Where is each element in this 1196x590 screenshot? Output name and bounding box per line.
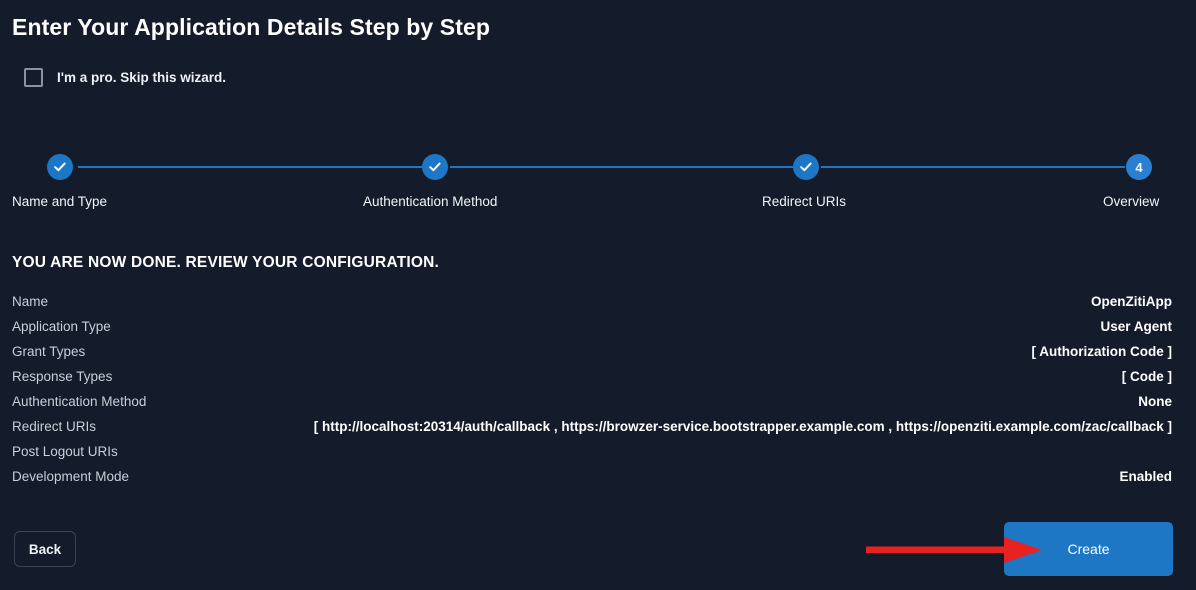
summary-row-name: Name OpenZitiApp xyxy=(12,289,1172,314)
summary-value: [ Code ] xyxy=(1121,369,1172,384)
check-icon xyxy=(54,162,66,172)
skip-wizard-row[interactable]: I'm a pro. Skip this wizard. xyxy=(24,68,226,87)
skip-wizard-label: I'm a pro. Skip this wizard. xyxy=(57,70,226,85)
step-connector-1 xyxy=(78,166,422,168)
stepper-label-overview: Overview xyxy=(1103,194,1160,209)
configuration-summary: Name OpenZitiApp Application Type User A… xyxy=(12,289,1172,489)
stepper-circle-name-and-type[interactable] xyxy=(47,154,73,180)
stepper-circle-redirect-uris[interactable] xyxy=(793,154,819,180)
summary-value: OpenZitiApp xyxy=(1091,294,1172,309)
summary-row-grant-types: Grant Types [ Authorization Code ] xyxy=(12,339,1172,364)
summary-key: Development Mode xyxy=(12,469,130,484)
summary-key: Grant Types xyxy=(12,344,86,359)
summary-value: [ http://localhost:20314/auth/callback ,… xyxy=(313,419,1172,434)
summary-row-application-type: Application Type User Agent xyxy=(12,314,1172,339)
summary-value: Enabled xyxy=(1119,469,1172,484)
stepper-label-name-and-type: Name and Type xyxy=(12,194,108,209)
summary-row-development-mode: Development Mode Enabled xyxy=(12,464,1172,489)
summary-key: Redirect URIs xyxy=(12,419,97,434)
summary-row-authentication-method: Authentication Method None xyxy=(12,389,1172,414)
step-connector-2 xyxy=(450,166,793,168)
stepper-circle-overview[interactable]: 4 xyxy=(1126,154,1152,180)
summary-row-redirect-uris: Redirect URIs [ http://localhost:20314/a… xyxy=(12,414,1172,439)
skip-wizard-checkbox[interactable] xyxy=(24,68,43,87)
summary-key: Post Logout URIs xyxy=(12,444,118,459)
summary-row-post-logout-uris: Post Logout URIs xyxy=(12,439,1172,464)
stepper-number-overview: 4 xyxy=(1135,159,1143,175)
summary-key: Authentication Method xyxy=(12,394,147,409)
step-connector-3 xyxy=(821,166,1125,168)
stepper-circle-authentication-method[interactable] xyxy=(422,154,448,180)
summary-key: Name xyxy=(12,294,49,309)
wizard-stepper: Name and Type Authentication Method Redi… xyxy=(0,150,1196,220)
stepper-label-authentication-method: Authentication Method xyxy=(363,194,498,209)
summary-value: None xyxy=(1138,394,1172,409)
review-heading: YOU ARE NOW DONE. REVIEW YOUR CONFIGURAT… xyxy=(12,254,440,271)
back-button[interactable]: Back xyxy=(14,531,76,567)
check-icon xyxy=(429,162,441,172)
stepper-label-redirect-uris: Redirect URIs xyxy=(762,194,847,209)
summary-row-response-types: Response Types [ Code ] xyxy=(12,364,1172,389)
summary-key: Response Types xyxy=(12,369,113,384)
summary-key: Application Type xyxy=(12,319,111,334)
create-button[interactable]: Create xyxy=(1004,522,1173,576)
check-icon xyxy=(800,162,812,172)
page-title: Enter Your Application Details Step by S… xyxy=(12,14,491,40)
summary-value: User Agent xyxy=(1100,319,1172,334)
summary-value: [ Authorization Code ] xyxy=(1031,344,1172,359)
